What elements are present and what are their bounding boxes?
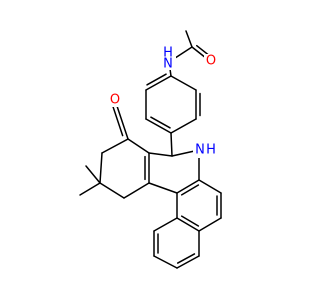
bond-c2-c1 (99, 182, 125, 199)
amide-nitrogen-symbol: N (163, 57, 173, 72)
bond-c4-o4-double (112, 105, 124, 137)
bond-c12b-c12c (148, 182, 178, 194)
bond-c1-c12c (123, 182, 150, 199)
ketone-oxygen-symbol: O (110, 93, 120, 108)
bond-c8-c8a (198, 217, 222, 232)
bond-c2-me3 (85, 165, 101, 184)
bond-me1-ca (185, 30, 193, 48)
ring-nitrogen-label: N H (193, 143, 219, 158)
bond-b6-b5 (170, 118, 197, 134)
ring-nitrogen-symbol: N (195, 143, 205, 158)
bond-b1-b2-double (146, 73, 167, 86)
bond-b3-b1 (170, 75, 197, 91)
bond-b4-b6-double (150, 116, 171, 129)
bond-b6-c6 (170, 132, 173, 157)
bond-c12b-c6a (176, 179, 200, 194)
bond-c4a-c4 (127, 138, 150, 154)
bond-c8a-c12a (176, 217, 200, 232)
bond-c9-c10-double (176, 253, 196, 264)
atom-label-layer: H N O N H O (108, 46, 219, 158)
ketone-oxygen-label: O (108, 93, 122, 108)
structure-canvas: H N O N H O (79, 30, 222, 269)
bond-c2-me2 (79, 182, 101, 196)
amide-nitrogen-label: H N (160, 46, 176, 72)
bond-c6-c4a (148, 152, 173, 157)
bond-c12-c12a (153, 217, 178, 232)
bond-c9-c10 (176, 255, 200, 269)
amide-oxygen-symbol: O (206, 54, 216, 69)
bond-c10-c11 (153, 255, 178, 269)
ring-nitrogen-h: H (206, 143, 216, 158)
chemical-structure-diagram: H N O N H O (79, 30, 222, 269)
bond-c3-c2 (99, 152, 103, 184)
bond-b4-b6 (145, 118, 172, 134)
bond-b1-b2 (145, 75, 172, 91)
bond-c12b-c6a-double (180, 184, 200, 196)
bond-c6a-c7 (198, 179, 222, 194)
bond-c8a-c12a-double (180, 215, 200, 227)
bond-c4-c3 (101, 138, 129, 154)
amide-oxygen-label: O (204, 54, 218, 69)
amide-nitrogen-h: H (163, 46, 173, 61)
